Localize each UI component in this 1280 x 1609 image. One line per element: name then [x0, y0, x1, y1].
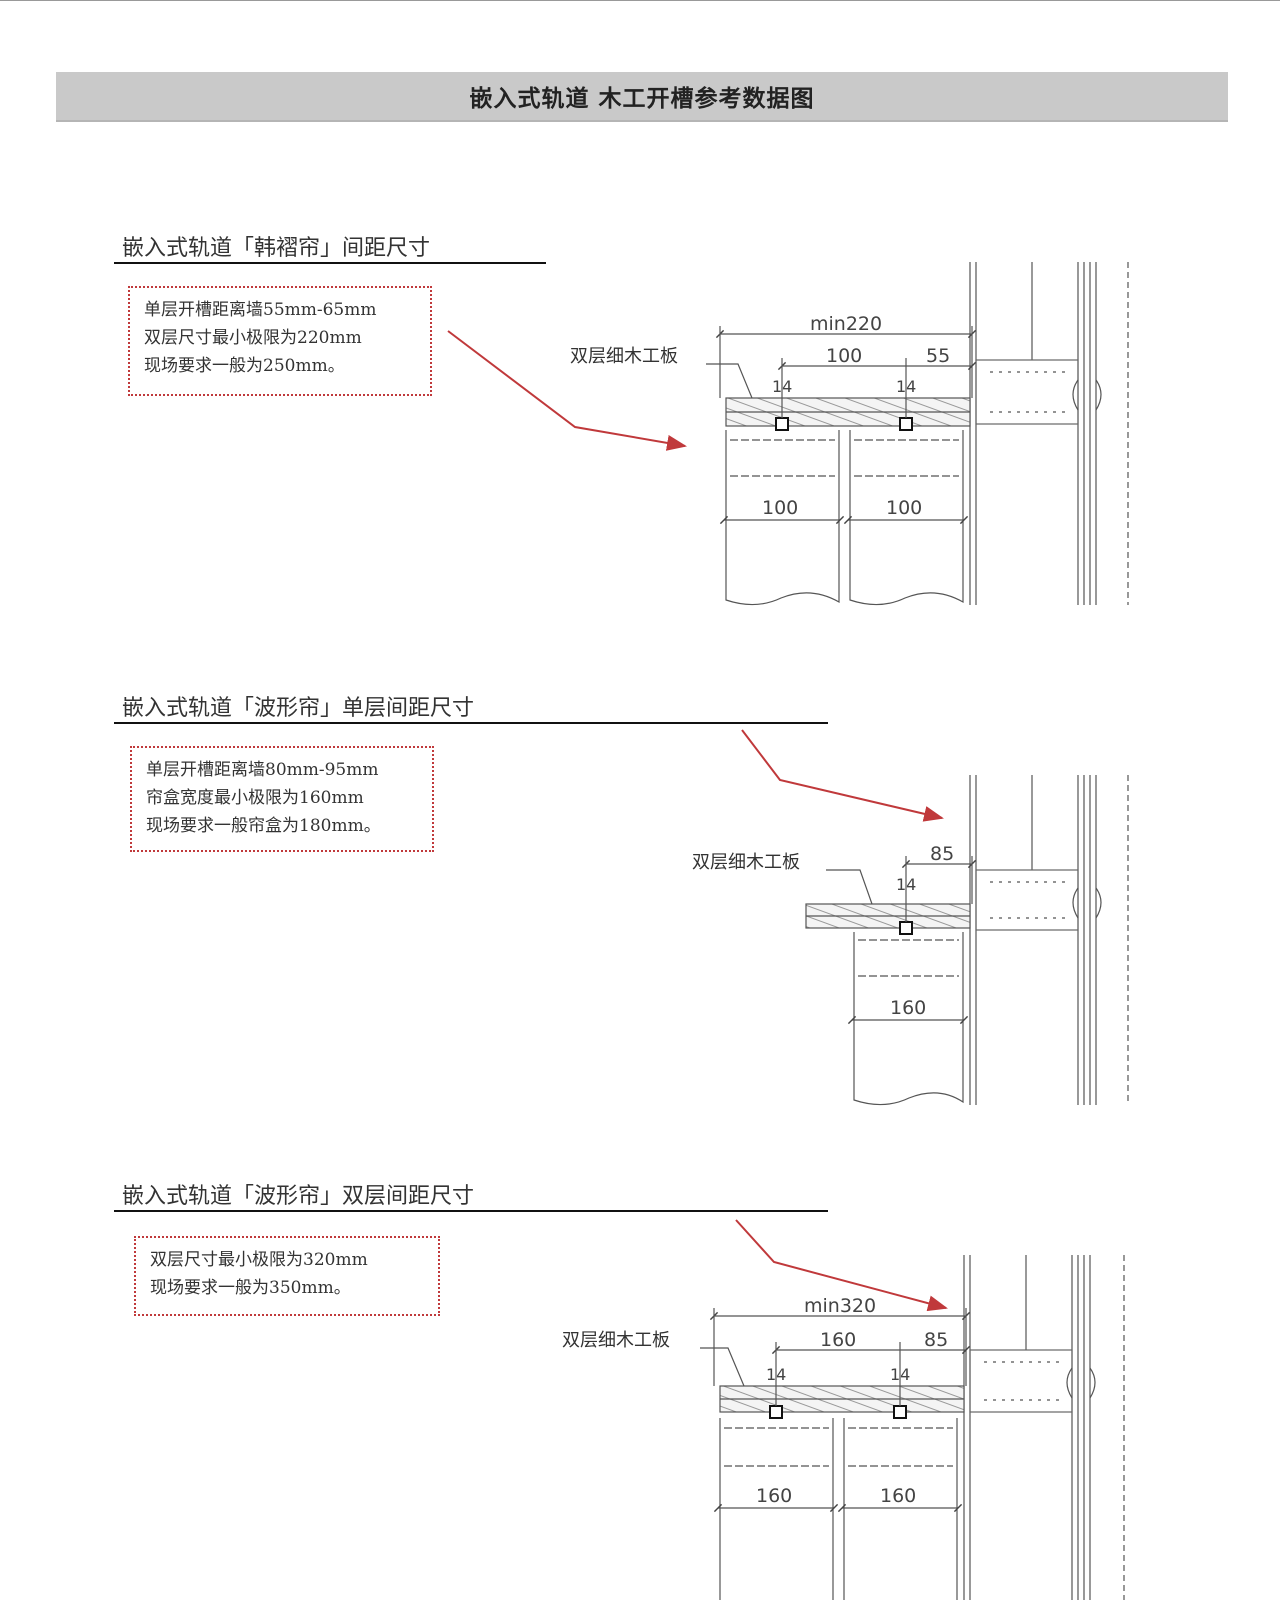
section-1-curtain-b [849, 430, 964, 606]
section-2-note-2: 帘盒宽度最小极限为160mm [146, 788, 364, 808]
section-1-note-1: 单层开槽距离墙55mm-65mm [144, 300, 377, 320]
section-2-board-label: 双层细木工板 [692, 852, 800, 873]
section-2-dim-wall: 85 [930, 843, 954, 865]
section-3-pointer-arrow [735, 1219, 948, 1312]
section-1-drawing [447, 262, 1129, 606]
section-1-curtain-a [725, 430, 840, 606]
section-3-track-a [769, 1405, 783, 1419]
section-1-dim-width-a: 100 [762, 497, 798, 519]
section-3-labels: min320 160 85 14 14 160 160 双层细木工板 [562, 1295, 948, 1507]
page-title: 嵌入式轨道 木工开槽参考数据图 [469, 86, 815, 112]
section-1-wall [969, 262, 1129, 605]
section-1-labels: min220 100 55 14 14 100 100 双层细木工板 [570, 313, 950, 519]
section-2-labels: 85 14 160 双层细木工板 [692, 843, 954, 1019]
section-2-drawing [741, 729, 1129, 1106]
section-1-note-box: 单层开槽距离墙55mm-65mm 双层尺寸最小极限为220mm 现场要求一般为2… [128, 286, 432, 396]
section-3-note-2: 现场要求一般为350mm。 [150, 1278, 351, 1298]
section-3-title: 嵌入式轨道「波形帘」双层间距尺寸 [122, 1184, 475, 1209]
section-3-rule [114, 1210, 828, 1212]
section-1-dim-total: min220 [810, 313, 882, 335]
section-3-board-label: 双层细木工板 [562, 1330, 670, 1351]
section-1-track-b [899, 417, 913, 431]
section-1-track-a [775, 417, 789, 431]
header-bar: 嵌入式轨道 木工开槽参考数据图 [56, 72, 1228, 122]
section-3-dim-width-b: 160 [880, 1485, 916, 1507]
section-1-dim-width-b: 100 [886, 497, 922, 519]
section-1-dim-slot-a: 14 [772, 377, 792, 396]
section-3-dim-width-a: 160 [756, 1485, 792, 1507]
section-3-dim-wall: 85 [924, 1329, 948, 1351]
section-1-note-3: 现场要求一般为250mm。 [144, 356, 345, 376]
section-3-dim-total: min320 [804, 1295, 876, 1317]
section-1-pointer-arrow [447, 330, 687, 451]
section-3-note-box: 双层尺寸最小极限为320mm 现场要求一般为350mm。 [134, 1236, 440, 1316]
section-2-pointer-arrow [741, 729, 944, 822]
section-1-dim-wall: 55 [926, 345, 950, 367]
section-1-dim-gap: 100 [826, 345, 862, 367]
top-rule [0, 0, 1280, 1]
section-2-title: 嵌入式轨道「波形帘」单层间距尺寸 [122, 696, 475, 721]
section-3-wall [963, 1255, 1125, 1600]
section-1-board-label: 双层细木工板 [570, 346, 678, 367]
section-2-dim-slot-a: 14 [896, 875, 916, 894]
section-2-rule [114, 722, 828, 724]
section-1-dim-slot-b: 14 [896, 377, 916, 396]
section-1-title: 嵌入式轨道「韩褶帘」间距尺寸 [122, 236, 431, 261]
section-3-track-b [893, 1405, 907, 1419]
section-3-curtain-b [843, 1418, 958, 1600]
section-3-dim-slot-a: 14 [766, 1365, 786, 1384]
section-3-drawing [700, 1219, 1125, 1600]
section-2-note-box: 单层开槽距离墙80mm-95mm 帘盒宽度最小极限为160mm 现场要求一般帘盒… [130, 746, 434, 852]
section-1-note-2: 双层尺寸最小极限为220mm [144, 328, 362, 348]
section-3-note-1: 双层尺寸最小极限为320mm [150, 1250, 368, 1270]
section-2-curtain-a [853, 932, 964, 1106]
section-2-note-3: 现场要求一般帘盒为180mm。 [146, 816, 381, 836]
section-3-dim-slot-b: 14 [890, 1365, 910, 1384]
section-2-wall [969, 775, 1129, 1105]
section-1-rule [114, 262, 546, 264]
section-2-track-a [899, 921, 913, 935]
section-2-dim-width-a: 160 [890, 997, 926, 1019]
section-2-note-1: 单层开槽距离墙80mm-95mm [146, 760, 379, 780]
section-3-dim-gap: 160 [820, 1329, 856, 1351]
section-3-curtain-a [719, 1418, 834, 1600]
